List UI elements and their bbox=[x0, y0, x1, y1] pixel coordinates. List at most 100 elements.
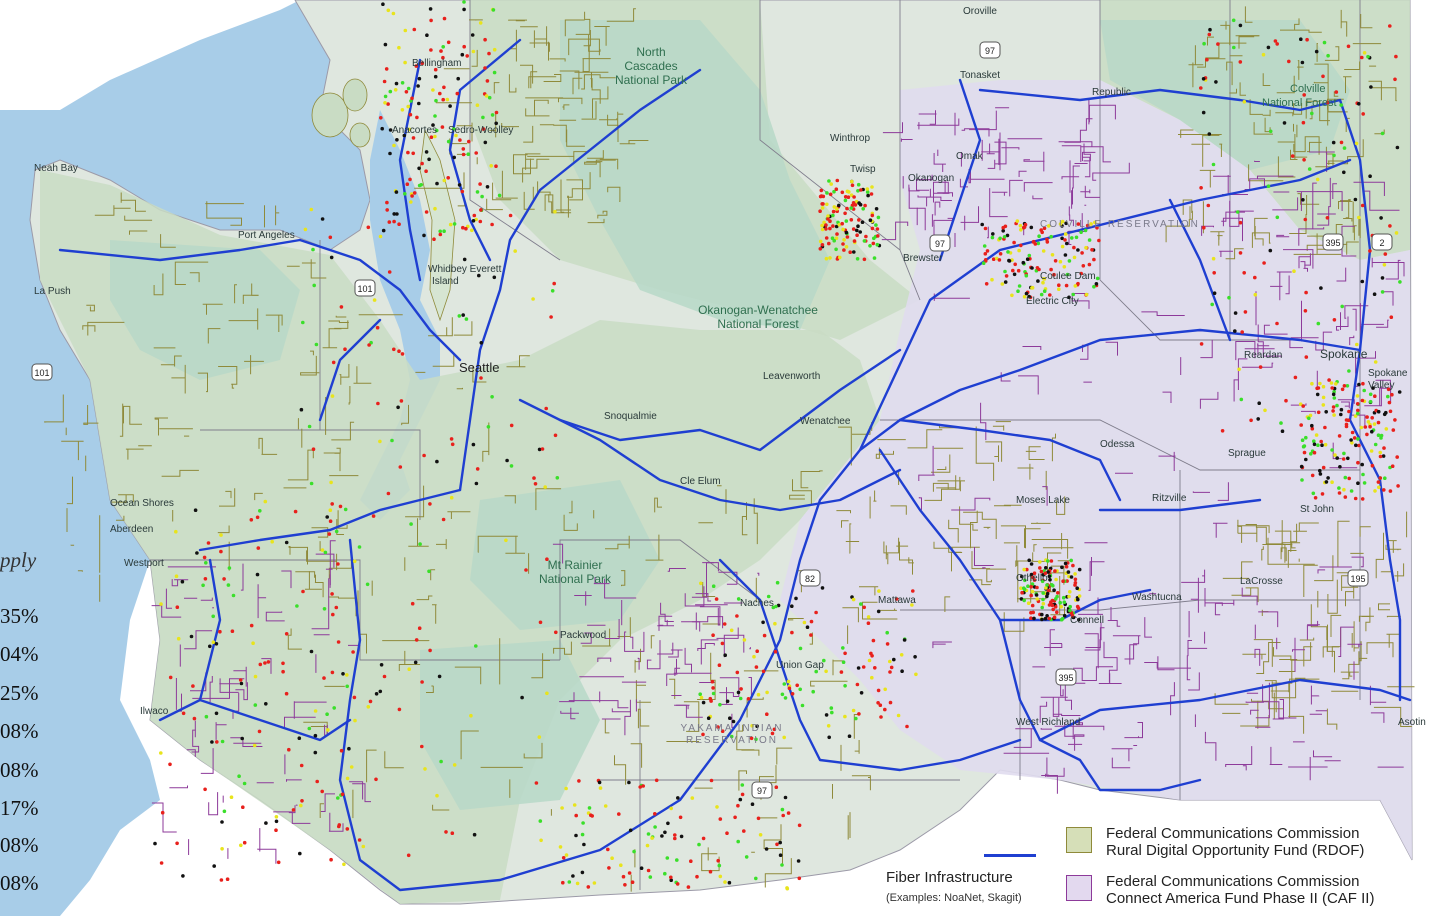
caf-parcel-line bbox=[208, 792, 219, 816]
location-dot bbox=[1357, 443, 1361, 448]
location-dot bbox=[414, 638, 419, 642]
location-dot bbox=[417, 76, 422, 81]
location-dot bbox=[168, 675, 173, 680]
location-dot bbox=[746, 697, 751, 701]
location-dot bbox=[892, 657, 896, 662]
location-dot bbox=[458, 138, 462, 142]
location-dot bbox=[837, 203, 841, 208]
location-dot bbox=[492, 47, 497, 52]
location-dot bbox=[851, 597, 856, 602]
location-dot bbox=[1361, 381, 1365, 386]
location-dot bbox=[820, 586, 825, 590]
location-dot bbox=[1199, 186, 1203, 190]
label-spokane-valley-2: Valley bbox=[1368, 380, 1395, 391]
location-dot bbox=[832, 205, 837, 209]
location-dot bbox=[798, 646, 803, 651]
location-dot bbox=[1318, 381, 1322, 386]
location-dot bbox=[1368, 399, 1373, 404]
location-dot bbox=[313, 733, 318, 738]
location-dot bbox=[1052, 588, 1056, 592]
location-dot bbox=[902, 638, 907, 642]
rdof-parcel-line bbox=[1180, 129, 1194, 138]
rdof-parcel-line bbox=[125, 448, 144, 460]
label-anacortes: Anacortes bbox=[392, 125, 437, 136]
location-dot bbox=[1356, 460, 1360, 465]
rdof-parcel-line bbox=[432, 804, 450, 811]
rdof-parcel-line bbox=[1330, 614, 1342, 637]
location-dot bbox=[847, 734, 852, 738]
location-dot bbox=[433, 74, 438, 79]
location-dot bbox=[1355, 402, 1360, 406]
location-dot bbox=[397, 707, 402, 712]
location-dot bbox=[870, 654, 874, 658]
rdof-parcel-line bbox=[301, 259, 327, 279]
location-dot bbox=[1309, 452, 1313, 456]
caf-parcel-line bbox=[1219, 250, 1233, 257]
location-dot bbox=[1321, 465, 1326, 470]
location-dot bbox=[851, 708, 856, 713]
location-dot bbox=[675, 882, 680, 886]
caf-parcel-line bbox=[295, 804, 298, 806]
caf-parcel-line bbox=[604, 619, 620, 639]
location-dot bbox=[1360, 55, 1364, 60]
location-dot bbox=[630, 880, 635, 884]
location-dot bbox=[388, 89, 393, 94]
location-dot bbox=[669, 806, 673, 811]
rdof-parcel-line bbox=[574, 71, 609, 88]
location-dot bbox=[385, 200, 389, 205]
highway-shield: 101 bbox=[354, 279, 376, 297]
highway-shield-label: 2 bbox=[1379, 238, 1384, 248]
location-dot bbox=[431, 88, 435, 92]
location-dot bbox=[457, 183, 462, 187]
location-dot bbox=[1063, 561, 1068, 566]
location-dot bbox=[711, 691, 716, 696]
location-dot bbox=[1073, 583, 1077, 587]
location-dot bbox=[1036, 241, 1041, 246]
rdof-parcel-line bbox=[588, 34, 601, 52]
location-dot bbox=[505, 458, 509, 463]
location-dot bbox=[1202, 225, 1206, 230]
location-dot bbox=[392, 219, 396, 224]
location-dot bbox=[1368, 174, 1372, 178]
location-dot bbox=[857, 712, 861, 716]
location-dot bbox=[1220, 429, 1225, 433]
rdof-parcel-line bbox=[792, 479, 812, 505]
location-dot bbox=[1010, 293, 1014, 298]
rdof-parcel-line bbox=[1343, 218, 1353, 222]
location-dot bbox=[990, 277, 994, 282]
location-dot bbox=[342, 862, 346, 867]
location-dot bbox=[824, 713, 829, 717]
location-dot bbox=[1261, 52, 1266, 57]
label-la-push: La Push bbox=[34, 286, 71, 297]
caf-parcel-line bbox=[1186, 655, 1191, 681]
location-dot bbox=[676, 796, 680, 800]
location-dot bbox=[1376, 420, 1381, 425]
location-dot bbox=[750, 802, 755, 806]
location-dot bbox=[679, 834, 684, 839]
location-dot bbox=[315, 779, 320, 784]
location-dot bbox=[735, 614, 739, 618]
location-dot bbox=[484, 94, 489, 98]
location-dot bbox=[479, 341, 484, 345]
location-dot bbox=[1016, 268, 1021, 273]
caf-parcel-line bbox=[918, 497, 922, 510]
location-dot bbox=[490, 113, 495, 117]
rdof-parcel-line bbox=[877, 608, 897, 611]
location-dot bbox=[701, 836, 706, 841]
location-dot bbox=[343, 507, 348, 512]
location-dot bbox=[470, 228, 474, 233]
location-dot bbox=[1068, 604, 1072, 609]
location-dot bbox=[1030, 582, 1035, 586]
forest-rainier bbox=[470, 480, 660, 630]
location-dot bbox=[1044, 586, 1048, 590]
caf-parcel-line bbox=[1001, 147, 1020, 150]
rdof-parcel-line bbox=[1031, 539, 1069, 559]
location-dot bbox=[461, 147, 466, 151]
caf-parcel-line bbox=[1283, 249, 1314, 269]
caf-parcel-line bbox=[1341, 401, 1350, 409]
location-dot bbox=[1030, 589, 1035, 594]
location-dot bbox=[1012, 272, 1017, 277]
location-dot bbox=[1347, 409, 1351, 414]
location-dot bbox=[331, 612, 335, 617]
